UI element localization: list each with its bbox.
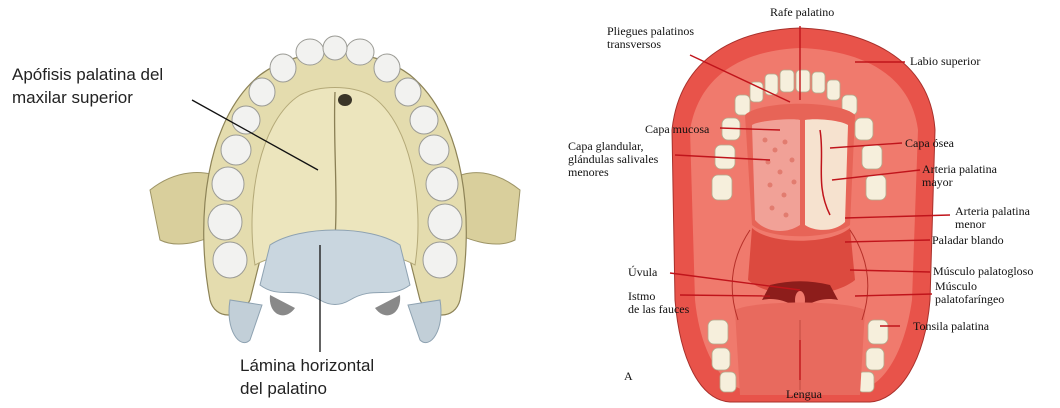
panel-letter: A (624, 370, 633, 383)
label-labio-superior: Labio superior (910, 55, 980, 68)
label-glandular-line3: menores (568, 166, 658, 179)
label-palatofaringeo-line2: palatofaríngeo (935, 293, 1004, 306)
label-uvula: Úvula (628, 266, 657, 279)
label-paladar-blando: Paladar blando (932, 234, 1004, 247)
label-musculo-palatogloso: Músculo palatogloso (933, 265, 1033, 278)
label-pliegues-line2: transversos (607, 38, 694, 51)
label-tonsila-palatina: Tonsila palatina (913, 320, 989, 333)
label-istmo-line2: de las fauces (628, 303, 689, 316)
label-arteria-palatina-menor: Arteria palatina menor (955, 205, 1030, 231)
label-istmo-fauces: Istmo de las fauces (628, 290, 689, 316)
label-capa-osea: Capa ósea (905, 137, 954, 150)
label-pliegues-palatinos: Pliegues palatinos transversos (607, 25, 694, 51)
label-rafe-palatino: Rafe palatino (770, 6, 834, 19)
label-arteria-mayor-line2: mayor (922, 176, 997, 189)
label-capa-mucosa: Capa mucosa (645, 123, 709, 136)
label-musculo-palatofaringeo: Músculo palatofaríngeo (935, 280, 1004, 306)
label-arteria-palatina-mayor: Arteria palatina mayor (922, 163, 997, 189)
label-arteria-menor-line2: menor (955, 218, 1030, 231)
label-capa-glandular: Capa glandular, glándulas salivales meno… (568, 140, 658, 179)
label-lengua: Lengua (786, 388, 822, 401)
